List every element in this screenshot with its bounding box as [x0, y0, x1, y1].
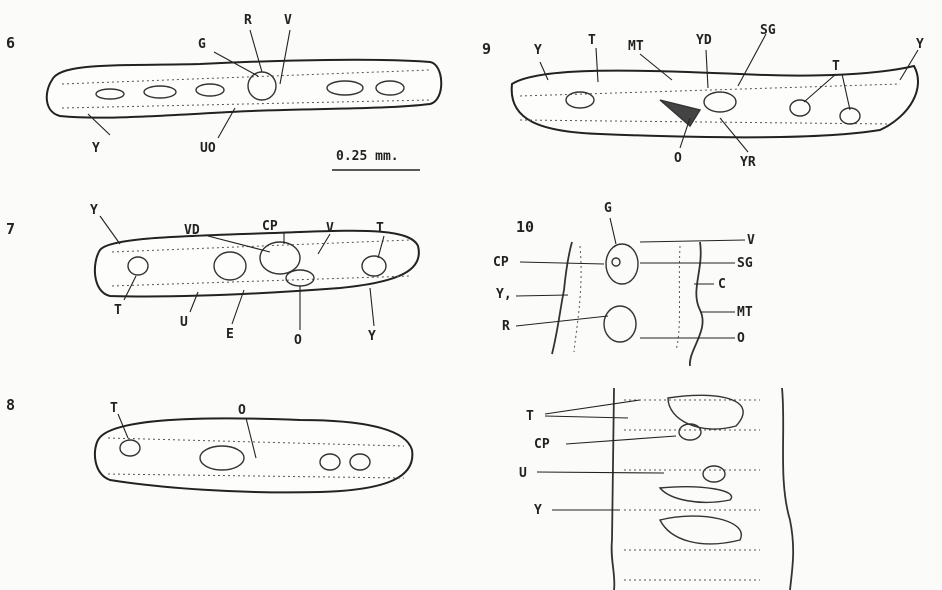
label: O	[238, 403, 246, 418]
label: U	[519, 466, 527, 481]
figure-11: T CP U Y	[519, 387, 795, 590]
label: Y	[916, 37, 924, 52]
label: VD	[184, 223, 200, 238]
label: O	[674, 151, 682, 166]
label: T	[526, 409, 534, 424]
label: Y	[534, 43, 542, 58]
label: SG	[737, 256, 753, 271]
figure-10: 10 G V CP SG Y, C R MT O	[493, 201, 755, 367]
label: Y	[534, 503, 542, 518]
label: Y	[90, 203, 98, 218]
label: T	[110, 401, 118, 416]
figure-7: 7 Y VD CP V T T U E O Y	[6, 203, 420, 348]
label: Y	[368, 329, 376, 344]
figure-number: 6	[6, 34, 15, 52]
label: CP	[534, 437, 550, 452]
label: YR	[740, 155, 756, 170]
worm-body	[45, 58, 443, 119]
label: C	[718, 277, 726, 292]
figure-6: 6 G R V Y UO 0.25 mm.	[6, 13, 443, 171]
label: CP	[493, 255, 509, 270]
label: Y,	[496, 287, 512, 302]
label: Y	[92, 141, 100, 156]
label: UO	[200, 141, 216, 156]
label: YD	[696, 33, 712, 48]
worm-body	[93, 229, 420, 298]
label: G	[198, 37, 206, 52]
label: MT	[737, 305, 753, 320]
label: R	[502, 319, 510, 334]
figure-8: 8 T O	[6, 396, 414, 494]
figure-number: 8	[6, 396, 15, 414]
label: T	[588, 33, 596, 48]
label: T	[376, 221, 384, 236]
label: T	[114, 303, 122, 318]
label: V	[284, 13, 292, 28]
label: MT	[628, 39, 644, 54]
scale-label: 0.25 mm.	[336, 149, 399, 164]
figure-number: 10	[516, 218, 534, 236]
figure-9: 9 Y T MT YD SG T Y O YR	[482, 23, 924, 170]
label: V	[747, 233, 755, 248]
label: U	[180, 315, 188, 330]
label: R	[244, 13, 252, 28]
label: SG	[760, 23, 776, 38]
label: O	[294, 333, 302, 348]
label: CP	[262, 219, 278, 234]
worm-body	[93, 417, 414, 494]
label: T	[832, 59, 840, 74]
label: G	[604, 201, 612, 216]
worm-body	[510, 64, 919, 139]
label: O	[737, 331, 745, 346]
label: E	[226, 327, 234, 342]
figure-number: 9	[482, 40, 491, 58]
label: V	[326, 221, 334, 236]
figure-number: 7	[6, 220, 15, 238]
